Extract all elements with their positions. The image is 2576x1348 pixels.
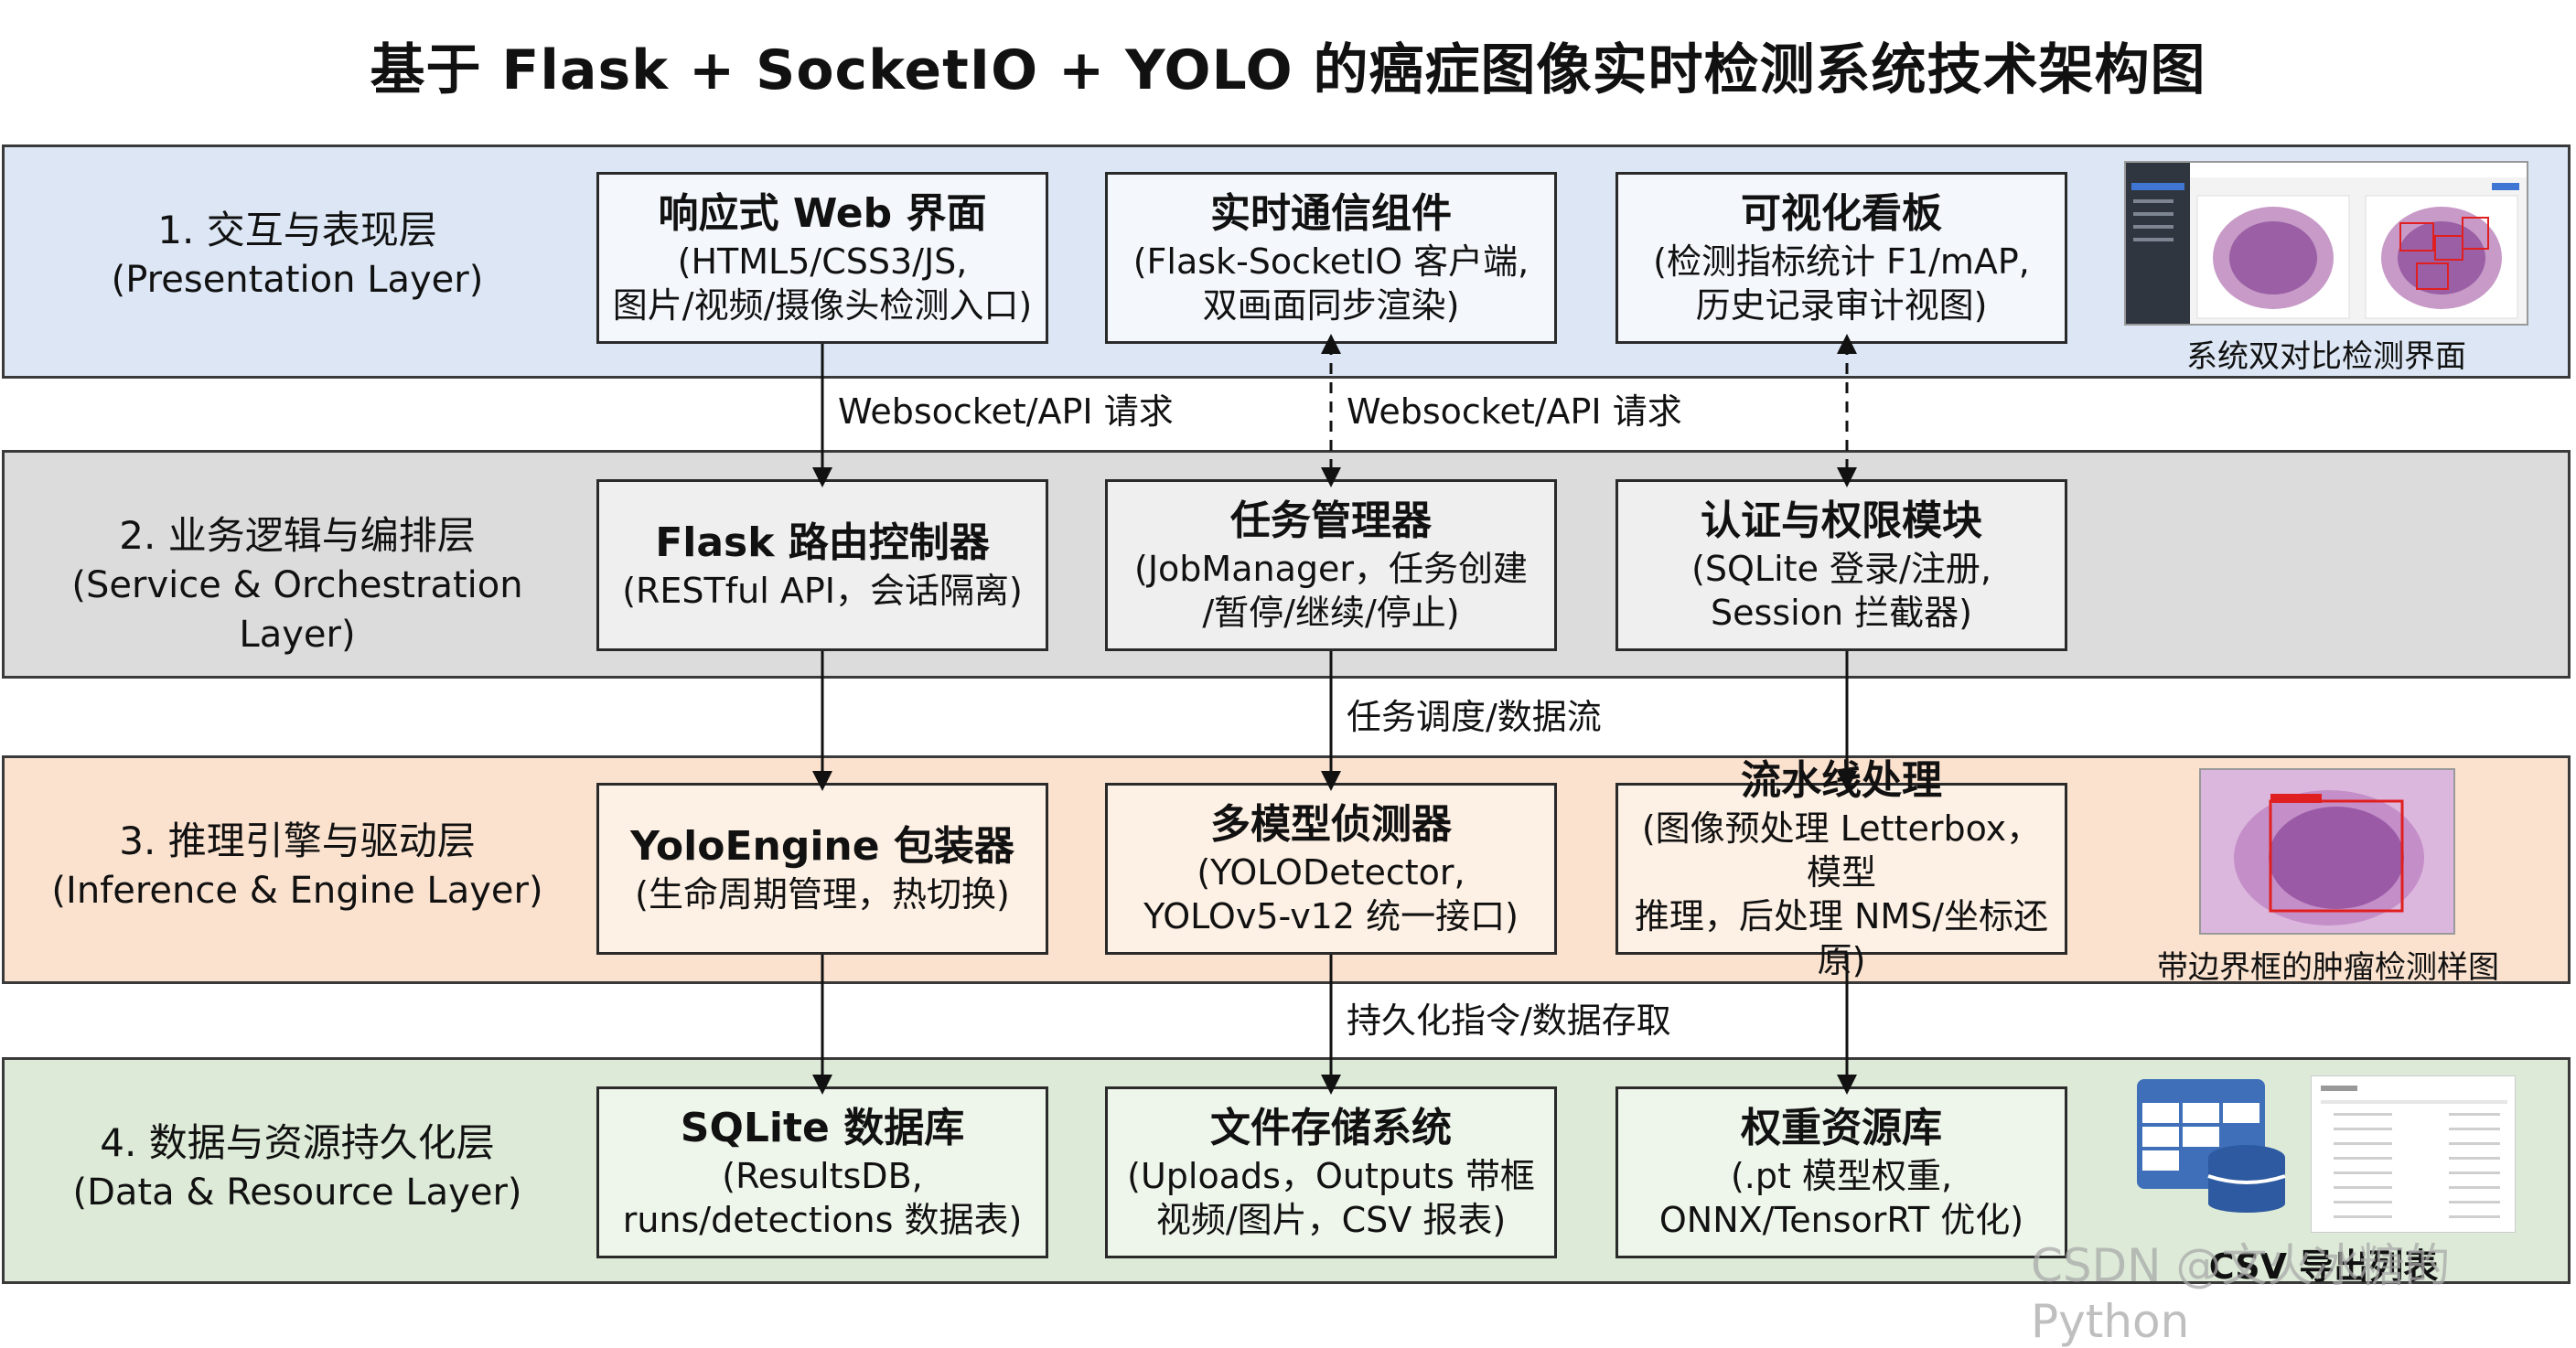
csv-list-thumbnail bbox=[2311, 1075, 2516, 1233]
side-caption: 带边界框的肿瘤检测样图 bbox=[2157, 949, 2499, 986]
tumor-sample-thumbnail bbox=[2199, 768, 2455, 935]
layer-name: 3. 推理引擎与驱动层 bbox=[119, 818, 476, 863]
watermark: CSDN @文火冰糖的Python bbox=[2031, 1239, 2451, 1348]
yolo-engine-box: YoloEngine 包装器 (生命周期管理，热切换) bbox=[596, 783, 1048, 955]
box-desc: (图像预处理 Letterbox，模型 bbox=[1641, 808, 2042, 893]
connector-label: 持久化指令/数据存取 bbox=[1347, 1000, 1671, 1041]
box-desc: 图片/视频/摄像头检测入口) bbox=[612, 285, 1033, 326]
box-desc: (JobManager，任务创建 bbox=[1134, 549, 1528, 589]
weights-box: 权重资源库 (.pt 模型权重, ONNX/TensorRT 优化) bbox=[1615, 1086, 2067, 1258]
box-desc: (Uploads，Outputs 带框 bbox=[1127, 1156, 1535, 1196]
box-title: 认证与权限模块 bbox=[1701, 497, 1982, 544]
box-title: 文件存储系统 bbox=[1210, 1105, 1452, 1151]
box-desc: ONNX/TensorRT 优化) bbox=[1658, 1200, 2024, 1240]
flask-router-box: Flask 路由控制器 (RESTful API，会话隔离) bbox=[596, 479, 1048, 651]
box-desc: (ResultsDB, bbox=[722, 1156, 923, 1196]
box-desc: (.pt 模型权重, bbox=[1730, 1156, 1953, 1196]
connector-label: Websocket/API 请求 bbox=[1347, 391, 1682, 432]
box-title: 响应式 Web 界面 bbox=[658, 190, 987, 237]
layer-label: 3. 推理引擎与驱动层 (Inference & Engine Layer) bbox=[23, 817, 572, 915]
box-desc: (RESTful API，会话隔离) bbox=[622, 571, 1023, 611]
table-database-icon bbox=[2133, 1075, 2289, 1213]
box-title: Flask 路由控制器 bbox=[655, 519, 990, 566]
box-desc: (检测指标统计 F1/mAP, bbox=[1653, 241, 2030, 282]
side-caption: CSV 导出列表 bbox=[2208, 1246, 2439, 1287]
layer-label: 4. 数据与资源持久化层 (Data & Resource Layer) bbox=[23, 1118, 572, 1217]
box-desc: /暂停/继续/停止) bbox=[1202, 593, 1460, 633]
box-desc: (YOLODetector, bbox=[1197, 852, 1465, 893]
layer-label: 1. 交互与表现层 (Presentation Layer) bbox=[23, 206, 572, 305]
pipeline-box: 流水线处理 (图像预处理 Letterbox，模型 推理，后处理 NMS/坐标还… bbox=[1615, 757, 2067, 980]
layer-name-en: (Service & Orchestration Layer) bbox=[71, 564, 523, 656]
layer-name: 4. 数据与资源持久化层 bbox=[100, 1120, 495, 1165]
side-caption: 系统双对比检测界面 bbox=[2186, 338, 2466, 375]
box-desc: Session 拦截器) bbox=[1711, 593, 1972, 633]
box-desc: (生命周期管理，热切换) bbox=[635, 874, 1010, 915]
box-desc: (Flask-SocketIO 客户端, bbox=[1132, 241, 1530, 282]
connector-label: 任务调度/数据流 bbox=[1347, 697, 1602, 737]
page-title: 基于 Flask + SocketIO + YOLO 的癌症图像实时检测系统技术… bbox=[370, 38, 2206, 102]
layer-name: 2. 业务逻辑与编排层 bbox=[119, 513, 476, 558]
box-title: 权重资源库 bbox=[1741, 1105, 1942, 1151]
box-desc: YOLOv5-v12 统一接口) bbox=[1143, 896, 1519, 936]
web-ui-box: 响应式 Web 界面 (HTML5/CSS3/JS, 图片/视频/摄像头检测入口… bbox=[596, 172, 1048, 344]
dashboard-screenshot-thumbnail bbox=[2124, 161, 2528, 326]
box-title: 实时通信组件 bbox=[1210, 190, 1452, 237]
box-title: 多模型侦测器 bbox=[1210, 801, 1452, 848]
layer-name-en: (Presentation Layer) bbox=[111, 259, 484, 301]
box-title: SQLite 数据库 bbox=[680, 1105, 965, 1151]
box-title: YoloEngine 包装器 bbox=[630, 823, 1014, 870]
box-desc: 历史记录审计视图) bbox=[1695, 285, 1988, 326]
auth-box: 认证与权限模块 (SQLite 登录/注册, Session 拦截器) bbox=[1615, 479, 2067, 651]
box-desc: (HTML5/CSS3/JS, bbox=[677, 241, 968, 282]
box-desc: 视频/图片，CSV 报表) bbox=[1155, 1200, 1507, 1240]
layer-name-en: (Data & Resource Layer) bbox=[72, 1171, 522, 1214]
connector-arrows bbox=[812, 334, 1857, 1095]
file-storage-box: 文件存储系统 (Uploads，Outputs 带框 视频/图片，CSV 报表) bbox=[1105, 1086, 1557, 1258]
box-title: 任务管理器 bbox=[1230, 497, 1432, 544]
sqlite-db-box: SQLite 数据库 (ResultsDB, runs/detections 数… bbox=[596, 1086, 1048, 1258]
box-desc: 推理，后处理 NMS/坐标还原) bbox=[1634, 896, 2049, 980]
job-manager-box: 任务管理器 (JobManager，任务创建 /暂停/继续/停止) bbox=[1105, 479, 1557, 651]
layer-name: 1. 交互与表现层 bbox=[157, 208, 437, 252]
layer-label: 2. 业务逻辑与编排层 (Service & Orchestration Lay… bbox=[23, 511, 572, 659]
box-desc: 双画面同步渲染) bbox=[1202, 285, 1460, 326]
box-desc: runs/detections 数据表) bbox=[622, 1200, 1023, 1240]
connector-label: Websocket/API 请求 bbox=[838, 391, 1174, 432]
box-title: 可视化看板 bbox=[1741, 190, 1942, 237]
box-desc: (SQLite 登录/注册, bbox=[1691, 549, 1991, 589]
realtime-comm-box: 实时通信组件 (Flask-SocketIO 客户端, 双画面同步渲染) bbox=[1105, 172, 1557, 344]
layer-name-en: (Inference & Engine Layer) bbox=[51, 870, 543, 912]
dashboard-box: 可视化看板 (检测指标统计 F1/mAP, 历史记录审计视图) bbox=[1615, 172, 2067, 344]
